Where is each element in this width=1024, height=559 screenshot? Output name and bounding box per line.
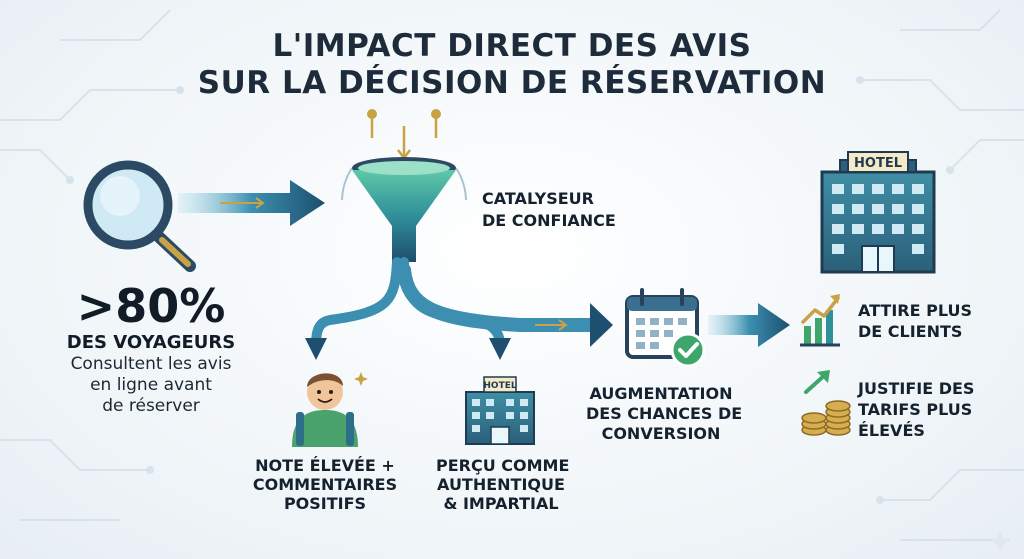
- reviewer-label-line: NOTE ÉLEVÉE +: [255, 456, 395, 475]
- sparkle-icon: [989, 530, 1011, 552]
- outcome-label-line: TARIFS PLUS: [858, 400, 973, 419]
- conversion-label: AUGMENTATION DES CHANCES DE CONVERSION: [586, 384, 743, 444]
- outcome-pricing-label: JUSTIFIE DES TARIFS PLUS ÉLEVÉS: [858, 378, 974, 441]
- funnel-label: CATALYSEUR DE CONFIANCE: [482, 188, 616, 232]
- coins-icon: [801, 370, 851, 436]
- stat-description: Consultent les avis en ligne avant de ré…: [56, 354, 246, 417]
- calendar-check-icon: [625, 288, 706, 368]
- title-line-2: SUR LA DÉCISION DE RÉSERVATION: [197, 65, 827, 101]
- stat-label: DES VOYAGEURS: [66, 332, 236, 353]
- hotel-sign: HOTEL: [854, 156, 902, 171]
- stat-desc-line: Consultent les avis: [70, 354, 232, 374]
- authentic-label: PERÇU COMME AUTHENTIQUE & IMPARTIAL: [436, 456, 570, 513]
- authentic-label-line: & IMPARTIAL: [443, 494, 559, 513]
- reviewer-label-line: POSITIFS: [283, 494, 367, 513]
- authentic-label-line: PERÇU COMME: [436, 456, 570, 475]
- funnel-icon: [341, 109, 467, 262]
- stat-desc-line: en ligne avant: [90, 375, 212, 395]
- reviewer-label-line: COMMENTAIRES: [252, 475, 398, 494]
- magnifier-icon: [83, 160, 196, 272]
- stat-value: >80%: [76, 279, 226, 333]
- title-line-1: L'IMPACT DIRECT DES AVIS: [272, 28, 752, 64]
- outcome-label-line: DE CLIENTS: [858, 322, 963, 341]
- small-hotel-icon: HOTEL: [465, 376, 535, 445]
- page-title: L'IMPACT DIRECT DES AVIS SUR LA DÉCISION…: [0, 28, 1024, 102]
- outcome-label-line: JUSTIFIE DES: [858, 379, 975, 398]
- outcome-label-line: ÉLEVÉS: [858, 421, 925, 440]
- arrow-to-outcomes: [708, 303, 790, 347]
- funnel-label-line: CATALYSEUR: [482, 189, 594, 208]
- hotel-building-icon: HOTEL: [820, 151, 936, 274]
- funnel-label-line: DE CONFIANCE: [482, 211, 616, 230]
- arrow-to-funnel: [178, 180, 325, 226]
- reviewer-avatar-icon: [292, 372, 368, 447]
- reviewer-label: NOTE ÉLEVÉE + COMMENTAIRES POSITIFS: [250, 456, 400, 513]
- split-flow: [305, 257, 613, 360]
- stat-block: >80% DES VOYAGEURS Consultent les avis e…: [56, 280, 246, 417]
- stat-desc-line: de réserver: [102, 396, 200, 416]
- authentic-label-line: AUTHENTIQUE: [437, 475, 565, 494]
- conversion-label-line: AUGMENTATION: [589, 384, 733, 403]
- outcome-clients-label: ATTIRE PLUS DE CLIENTS: [858, 300, 972, 342]
- outcome-label-line: ATTIRE PLUS: [858, 301, 972, 320]
- small-hotel-sign: HOTEL: [483, 381, 516, 391]
- growth-chart-icon: [800, 294, 840, 347]
- conversion-label-line: CONVERSION: [601, 424, 721, 443]
- conversion-label-line: DES CHANCES DE: [586, 404, 743, 423]
